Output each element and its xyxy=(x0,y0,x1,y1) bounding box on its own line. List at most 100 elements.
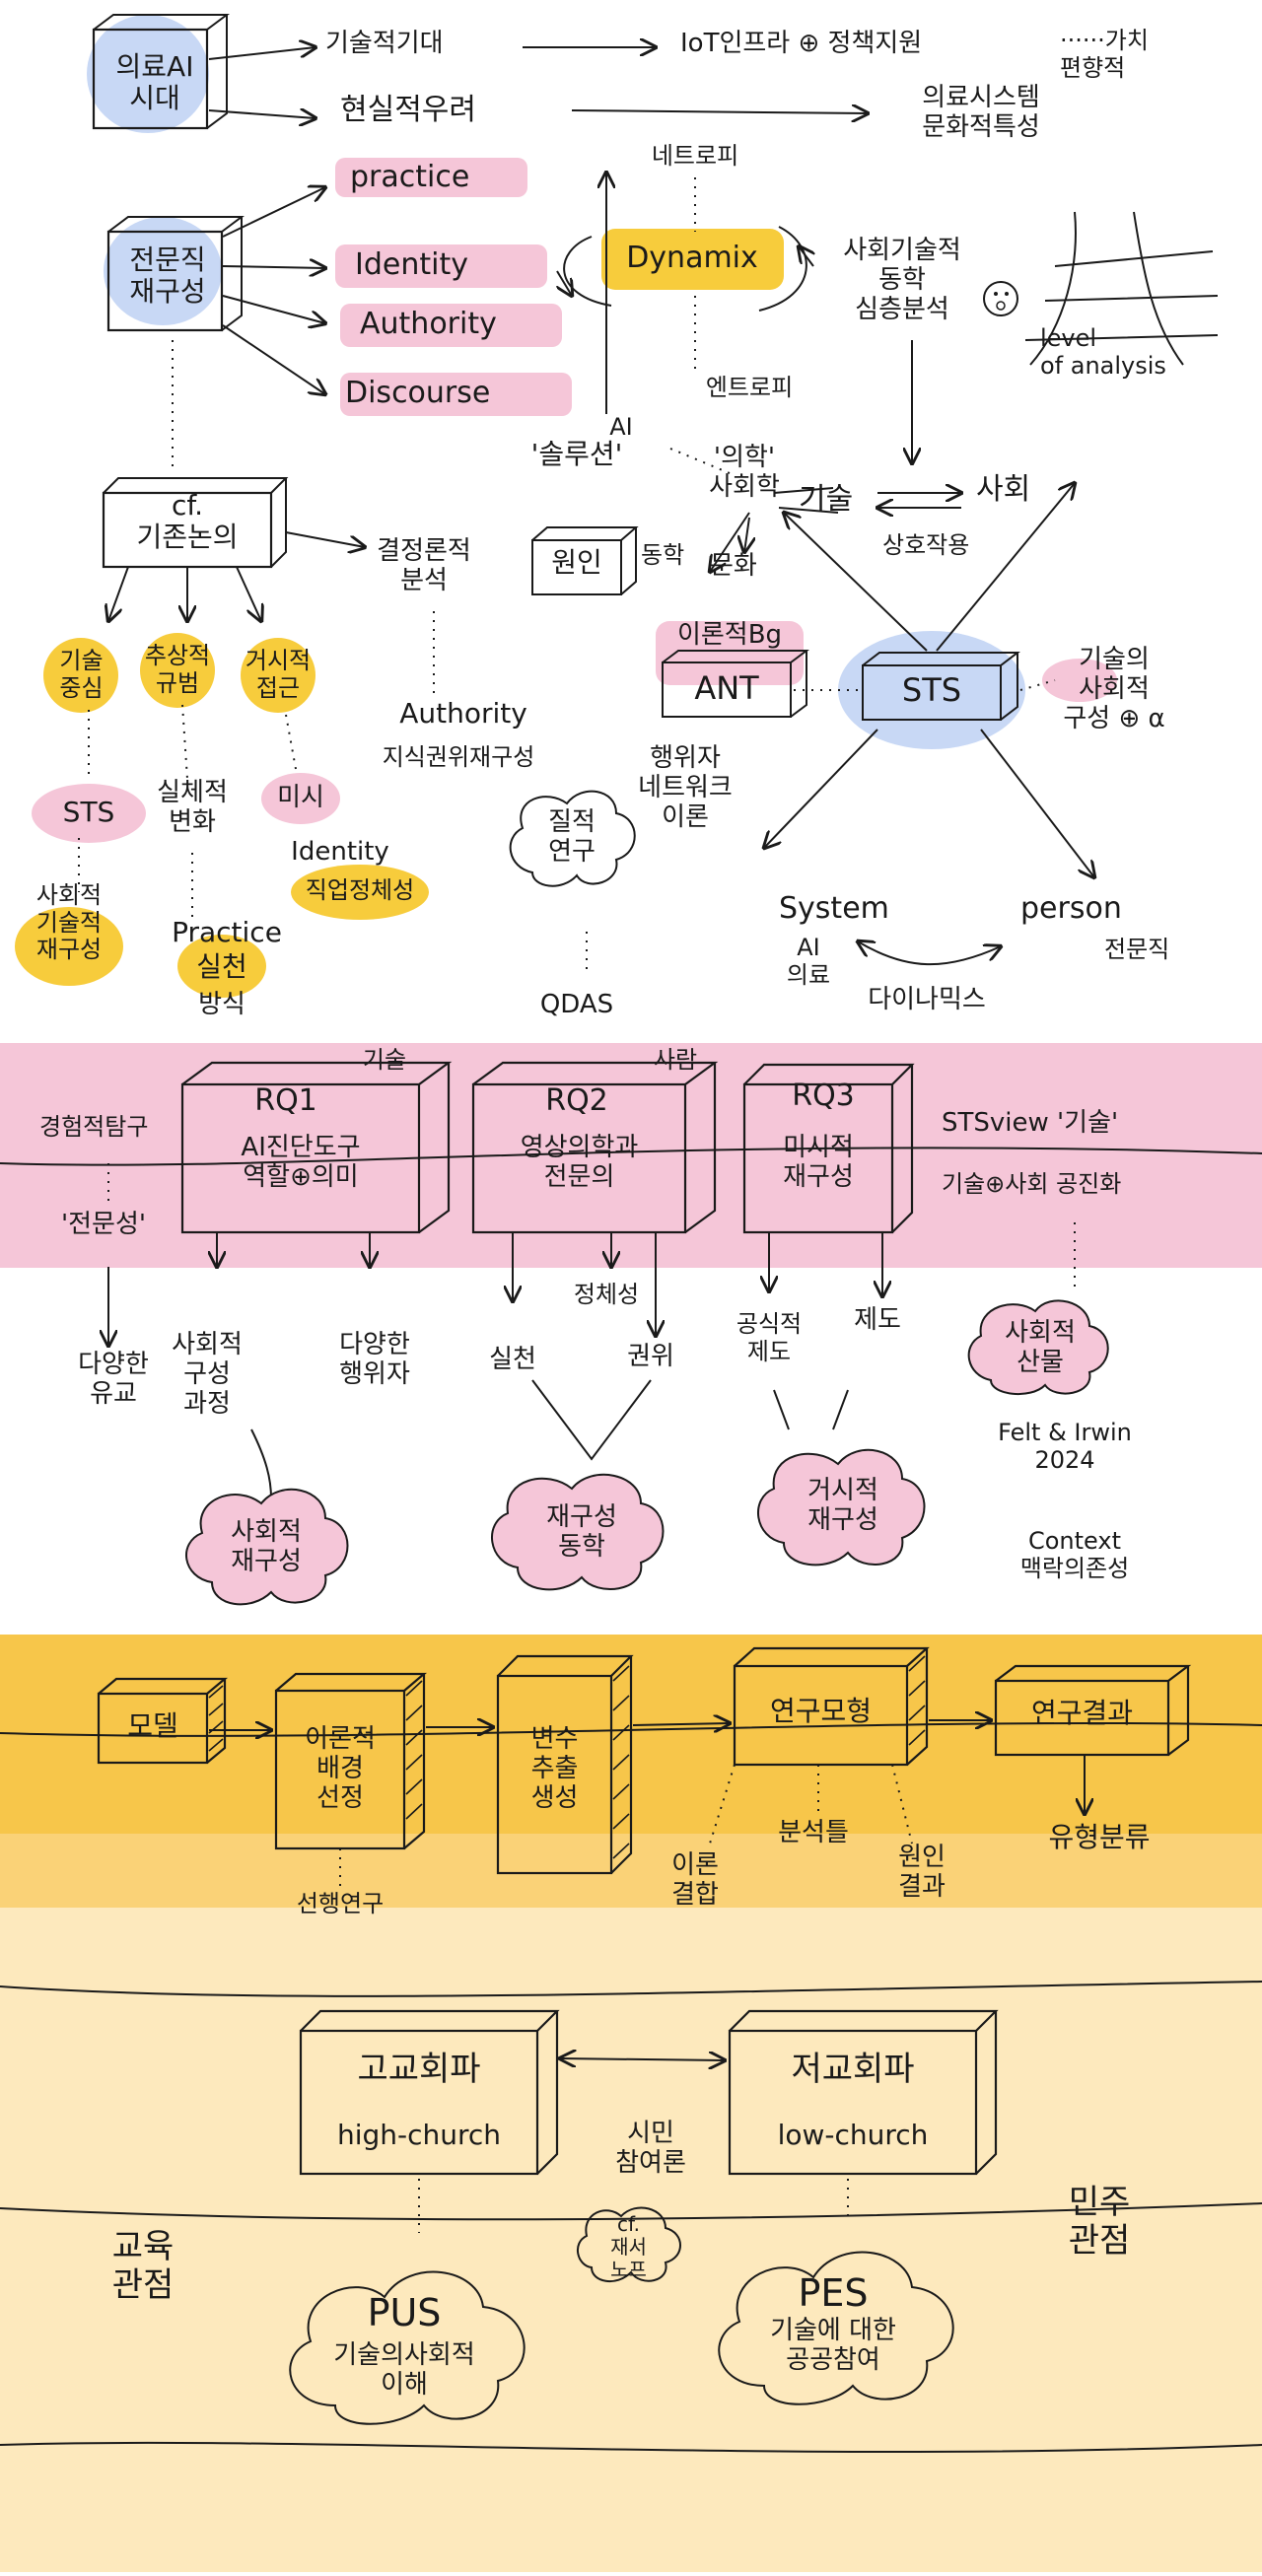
expectation-text: 기술적기대 xyxy=(325,29,444,58)
tech-text: 기술 xyxy=(799,482,854,517)
analysis-tool-text: 분석틀 xyxy=(778,1818,849,1847)
cf-box-label: cf. 기존논의 xyxy=(136,489,239,554)
sts-view-text: STSview '기술' xyxy=(942,1108,1119,1138)
high-church-title: 고교회파 xyxy=(357,2050,481,2089)
ai-solution-ai: AI xyxy=(609,413,633,441)
qual-cloud xyxy=(509,790,636,887)
high-church-en: high-church xyxy=(336,2119,502,2151)
culture-text: 문화 xyxy=(710,551,757,581)
rq1-title: RQ1 xyxy=(254,1083,317,1118)
social-tech-recon-text: 사회적 기술적 재구성 xyxy=(35,881,103,964)
cf-cloud-text: cf. 재서 노프 xyxy=(610,2212,647,2281)
sts-box-label: STS xyxy=(901,671,962,709)
prof-highlight xyxy=(104,217,222,325)
variables-box-label: 변수 추출 생성 xyxy=(530,1724,579,1813)
prof-box-label: 전문직 재구성 xyxy=(129,244,206,309)
ai-med-text: AI 의료 xyxy=(786,934,831,989)
med-system-text: 의료시스템 문화적특성 xyxy=(922,83,1040,142)
method-text: 방식 xyxy=(198,990,245,1019)
rq2-tag: 사람 xyxy=(653,1046,698,1074)
level-grid xyxy=(1024,211,1219,366)
expertise-text: '전문성' xyxy=(60,1210,147,1239)
research-model-box-label: 연구모형 xyxy=(769,1695,873,1727)
sts-desc-text: 기술의 사회적 구성 ⊕ α xyxy=(1063,645,1165,733)
pes-desc: 기술에 대한 공공참여 xyxy=(770,2316,896,2375)
macro-highlight xyxy=(241,638,316,713)
model-box-label: 모델 xyxy=(127,1709,178,1742)
practice-kr-highlight xyxy=(177,935,266,998)
qdas-text: QDAS xyxy=(539,990,614,1019)
sts-desc-highlight xyxy=(1042,659,1117,702)
society-text: 사회 xyxy=(976,472,1031,507)
top-arrows xyxy=(108,47,1094,966)
prof-text: 전문직 xyxy=(1104,936,1170,963)
left-sts-text: STS xyxy=(62,796,115,828)
authority-highlight xyxy=(340,304,562,347)
rq-authority-text: 권위 xyxy=(627,1342,674,1371)
pus-desc: 기술의사회적 이해 xyxy=(333,2340,475,2400)
dynamix-text: Dynamix xyxy=(626,241,758,275)
sts-box xyxy=(862,652,1020,721)
bottom-boxes xyxy=(299,2009,999,2176)
identity-highlight xyxy=(335,244,547,288)
abstract-highlight xyxy=(140,633,215,708)
rq3-title: RQ3 xyxy=(792,1079,855,1113)
low-church-title: 저교회파 xyxy=(791,2050,915,2089)
iot-text: IoT인프라 ⊕ 정책지원 xyxy=(680,29,923,58)
social-product-cloud-text: 사회적 산물 xyxy=(1005,1318,1076,1377)
social-tech-highlight xyxy=(15,907,123,986)
era-box xyxy=(92,14,230,130)
band-line-4 xyxy=(0,2202,1262,2221)
rq-arrows xyxy=(108,1232,882,1499)
bottom-band xyxy=(0,1908,1262,2572)
med-sociology-text: '의학' 사회학 xyxy=(709,443,780,502)
ant-highlight xyxy=(656,621,804,685)
rq3-desc: 미시적 재구성 xyxy=(783,1133,854,1192)
socio-dyn-text: 사회기술적 동학 심층분석 xyxy=(843,236,961,324)
left-identity-text: Identity xyxy=(291,837,389,867)
person-text: person xyxy=(1020,891,1122,926)
demo-text: 민주 관점 xyxy=(1068,2183,1131,2262)
collective-highlight xyxy=(291,865,429,920)
identity-text: Identity xyxy=(355,247,468,282)
rq-boxes xyxy=(180,1061,915,1234)
institution-text: 제도 xyxy=(854,1305,901,1335)
band-line-2 xyxy=(0,1721,1262,1737)
discourse-highlight xyxy=(340,373,572,416)
typology-text: 유형분류 xyxy=(1048,1821,1151,1853)
theory-combine-text: 이론 결합 xyxy=(671,1850,719,1910)
collective-identity-text: 직업정체성 xyxy=(305,876,415,904)
method-dotted xyxy=(339,1764,913,1888)
sts-left-highlight xyxy=(32,784,146,843)
context-text: Context 맥락의존성 xyxy=(1019,1527,1130,1582)
rq-dotted xyxy=(107,1163,1076,1291)
cause-box xyxy=(531,526,639,595)
social-process-text: 사회적 구성 과정 xyxy=(172,1330,243,1419)
dynamics-text: 동학 xyxy=(641,541,685,569)
ai-solution-text: '솔루션' xyxy=(530,438,623,470)
rq2-title: RQ2 xyxy=(545,1083,608,1118)
low-church-en: low-church xyxy=(777,2119,929,2151)
felt-irwin-text: Felt & Irwin 2024 xyxy=(998,1419,1132,1474)
face-doodle xyxy=(983,281,1018,316)
qual-research-text: 질적 연구 xyxy=(548,807,596,867)
ant-box xyxy=(662,650,809,718)
rq-clouds xyxy=(185,1299,1109,1606)
rq-practice-text: 실천 xyxy=(489,1345,536,1374)
system-text: System xyxy=(779,891,889,926)
prof-box xyxy=(106,216,245,332)
pus-title: PUS xyxy=(367,2291,442,2334)
bottom-dotted xyxy=(418,2179,849,2233)
band-line-5 xyxy=(0,2441,1262,2454)
empirical-text: 경험적탐구 xyxy=(39,1113,149,1141)
coevolution-text: 기술⊕사회 공진화 xyxy=(942,1170,1122,1198)
sts-dynamics-text: 다이나믹스 xyxy=(868,985,986,1014)
rq1-desc: AI진단도구 역할⊕의미 xyxy=(241,1133,361,1192)
cause-result-text: 원인 결과 xyxy=(898,1843,946,1902)
knowledge-auth-text: 지식권위재구성 xyxy=(382,743,535,771)
level-analysis-text: level of analysis xyxy=(1040,324,1166,380)
practice-text: practice xyxy=(350,160,470,194)
practice-highlight xyxy=(335,158,527,197)
interaction-text: 상호작용 xyxy=(882,531,970,559)
pes-title: PES xyxy=(798,2271,869,2315)
